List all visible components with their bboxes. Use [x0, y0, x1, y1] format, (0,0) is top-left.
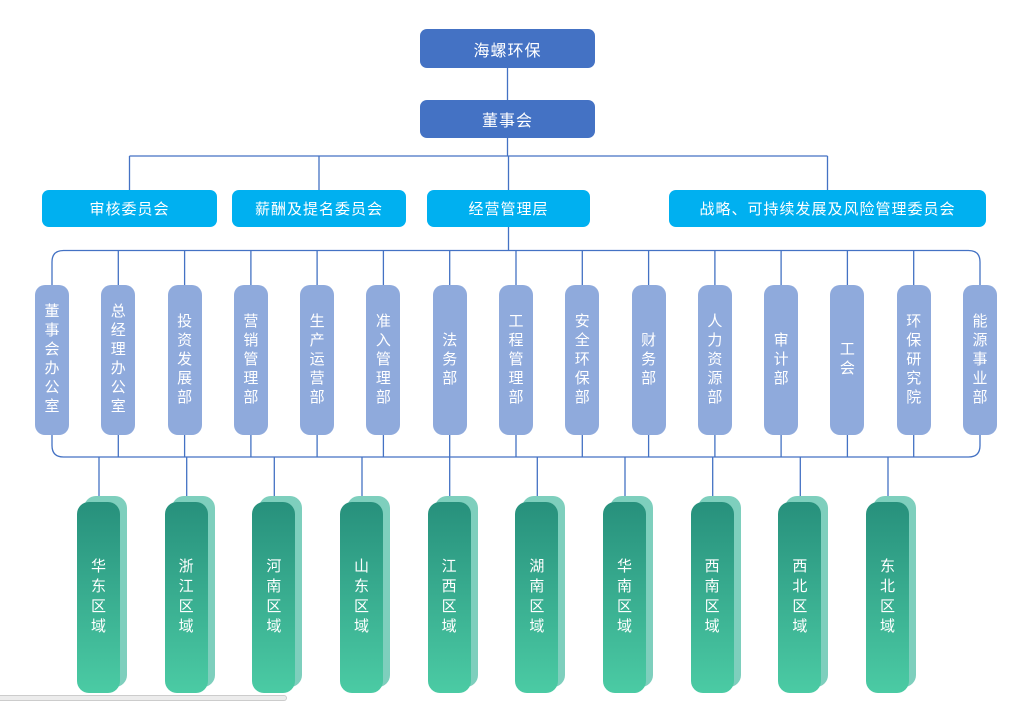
department-node[interactable]: 人力资源部: [697, 285, 732, 435]
department-label: 工程管理部: [506, 312, 525, 408]
region-node[interactable]: 西北区域: [778, 496, 829, 694]
department-node[interactable]: 准入管理部: [366, 285, 401, 435]
region-node[interactable]: 东北区域: [866, 496, 916, 694]
region-node-face: 西北区域: [778, 502, 822, 693]
region-label: 华东区域: [89, 557, 107, 638]
region-node-face: 河南区域: [252, 502, 296, 693]
region-node[interactable]: 浙江区域: [164, 496, 215, 694]
region-label: 东北区域: [878, 557, 896, 638]
department-label: 财务部: [639, 331, 658, 389]
department-node[interactable]: 财务部: [631, 285, 666, 435]
region-node-face: 华东区域: [77, 502, 120, 693]
committee-node[interactable]: 战略、可持续发展及风险管理委员会: [669, 190, 986, 227]
department-label: 总经理办公室: [108, 303, 127, 417]
region-node-face: 山东区域: [340, 502, 383, 693]
department-node[interactable]: 工程管理部: [499, 285, 533, 435]
region-label: 湖南区域: [527, 557, 546, 638]
department-label: 人力资源部: [705, 312, 724, 408]
department-label: 工会: [837, 341, 856, 379]
region-label: 西南区域: [702, 557, 721, 638]
department-label: 审计部: [771, 331, 790, 389]
department-label: 董事会办公室: [42, 303, 61, 417]
horizontal-scrollbar-thumb[interactable]: [0, 695, 287, 701]
region-node[interactable]: 华南区域: [603, 496, 653, 694]
department-node[interactable]: 生产运营部: [300, 285, 335, 435]
region-node-face: 湖南区域: [515, 502, 559, 693]
region-label: 山东区域: [352, 557, 370, 638]
department-node[interactable]: 董事会办公室: [35, 285, 69, 435]
department-label: 法务部: [440, 331, 459, 389]
region-node[interactable]: 西南区域: [690, 496, 741, 694]
region-node[interactable]: 华东区域: [77, 496, 127, 694]
region-label: 浙江区域: [176, 557, 195, 638]
org-node-board[interactable]: 董事会: [420, 100, 595, 138]
region-node-face: 西南区域: [690, 502, 734, 693]
department-label: 营销管理部: [241, 312, 260, 408]
department-node[interactable]: 安全环保部: [565, 285, 600, 435]
committee-node[interactable]: 审核委员会: [42, 190, 217, 227]
region-node-face: 东北区域: [866, 502, 909, 693]
department-label: 环保研究院: [904, 312, 923, 408]
department-node[interactable]: 总经理办公室: [101, 285, 136, 435]
committee-node[interactable]: 薪酬及提名委员会: [232, 190, 406, 227]
department-node[interactable]: 能源事业部: [963, 285, 997, 435]
region-label: 江西区域: [439, 557, 458, 638]
region-node[interactable]: 江西区域: [427, 496, 478, 694]
region-node-face: 浙江区域: [164, 502, 208, 693]
org-node-company[interactable]: 海螺环保: [420, 29, 595, 68]
department-node[interactable]: 法务部: [432, 285, 467, 435]
region-label: 华南区域: [615, 557, 633, 638]
department-node[interactable]: 工会: [830, 285, 865, 435]
department-label: 生产运营部: [307, 312, 326, 408]
region-node-face: 华南区域: [603, 502, 646, 693]
region-node[interactable]: 湖南区域: [515, 496, 566, 694]
department-label: 能源事业部: [970, 312, 989, 408]
department-node[interactable]: 投资发展部: [167, 285, 202, 435]
region-label: 河南区域: [264, 557, 283, 638]
department-node[interactable]: 营销管理部: [233, 285, 268, 435]
region-label: 西北区域: [790, 557, 809, 638]
region-node[interactable]: 山东区域: [340, 496, 390, 694]
department-label: 准入管理部: [373, 312, 392, 408]
department-node[interactable]: 审计部: [764, 285, 799, 435]
department-label: 投资发展部: [175, 312, 194, 408]
committee-node[interactable]: 经营管理层: [427, 190, 590, 227]
region-node-face: 江西区域: [427, 502, 471, 693]
department-label: 安全环保部: [572, 312, 591, 408]
department-node[interactable]: 环保研究院: [896, 285, 931, 435]
region-node[interactable]: 河南区域: [252, 496, 303, 694]
